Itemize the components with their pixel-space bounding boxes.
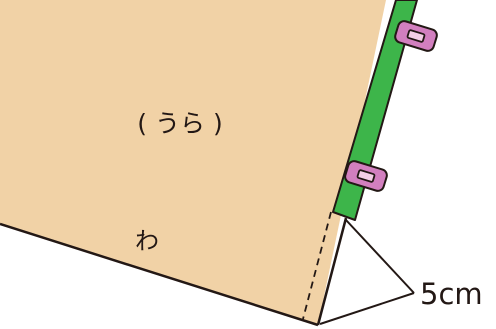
back-side-label: ( うら ) — [137, 109, 222, 138]
measure-line-lower — [319, 292, 415, 325]
seam-allowance-edge — [316, 217, 348, 326]
fold-edge — [0, 222, 319, 327]
stitch-line — [302, 211, 332, 320]
clip-icon — [394, 20, 438, 52]
measurement-label: 5cm — [420, 277, 483, 311]
fabric-piece — [0, 0, 386, 325]
measure-line-upper — [345, 219, 415, 294]
clip-icon — [344, 160, 388, 192]
fold-label: わ — [135, 227, 159, 255]
